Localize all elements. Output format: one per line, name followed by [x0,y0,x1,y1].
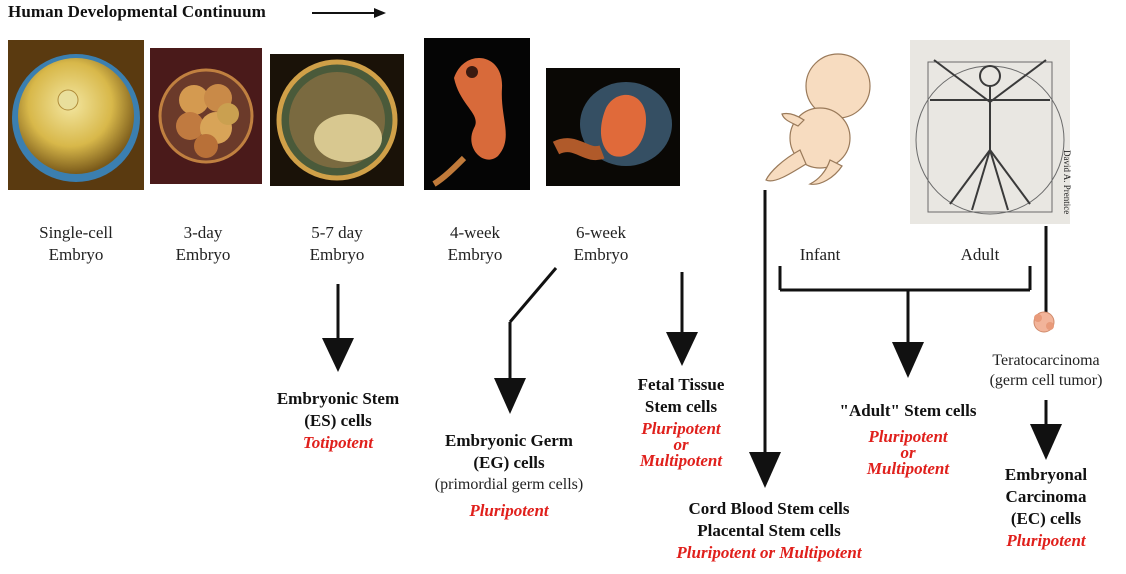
terato-line: Teratocarcinoma [976,350,1116,372]
ec-cells-block: Embryonal Carcinoma (EC) cells Pluripote… [990,464,1102,552]
arrowhead-adult [892,342,924,378]
arrowhead-fetal [666,332,698,366]
fetal-potency-alt: Multipotent [616,450,746,472]
fetal-subtitle: Stem cells [616,396,746,418]
eg-title: Embryonic Germ [404,430,614,452]
arrowhead-ec [1030,424,1062,460]
adult-title: "Adult" Stem cells [818,400,998,422]
fetal-title: Fetal Tissue [616,374,746,396]
es-potency: Totipotent [248,432,428,454]
fetal-cells-block: Fetal Tissue Stem cells Pluripotent or M… [616,374,746,472]
eg-potency: Pluripotent [404,500,614,522]
adult-cells-block: "Adult" Stem cells Pluripotent or Multip… [818,400,998,480]
eg-cells-block: Embryonic Germ (EG) cells (primordial ge… [404,430,614,522]
arrowhead-eg [494,378,526,414]
ec-subtitle: (EC) cells [990,508,1102,530]
ec-title: Embryonal [990,464,1102,486]
cord-blood-block: Cord Blood Stem cells Placental Stem cel… [654,498,884,564]
es-cells-block: Embryonic Stem (ES) cells Totipotent [248,388,428,454]
tumor-icon [1034,312,1054,332]
eg-subtitle: (EG) cells [404,452,614,474]
ec-potency: Pluripotent [990,530,1102,552]
terato-line: (germ cell tumor) [976,370,1116,392]
arrowhead-cord [749,452,781,488]
cord-potency: Pluripotent or Multipotent [654,542,884,564]
placental-title: Placental Stem cells [654,520,884,542]
teratocarcinoma-label: Teratocarcinoma (germ cell tumor) [976,350,1116,392]
es-title: Embryonic Stem [248,388,428,410]
ec-title-2: Carcinoma [990,486,1102,508]
cord-title: Cord Blood Stem cells [654,498,884,520]
adult-potency-alt: Multipotent [818,458,998,480]
arrowhead-es [322,338,354,372]
eg-note: (primordial germ cells) [404,474,614,496]
es-subtitle: (ES) cells [248,410,428,432]
